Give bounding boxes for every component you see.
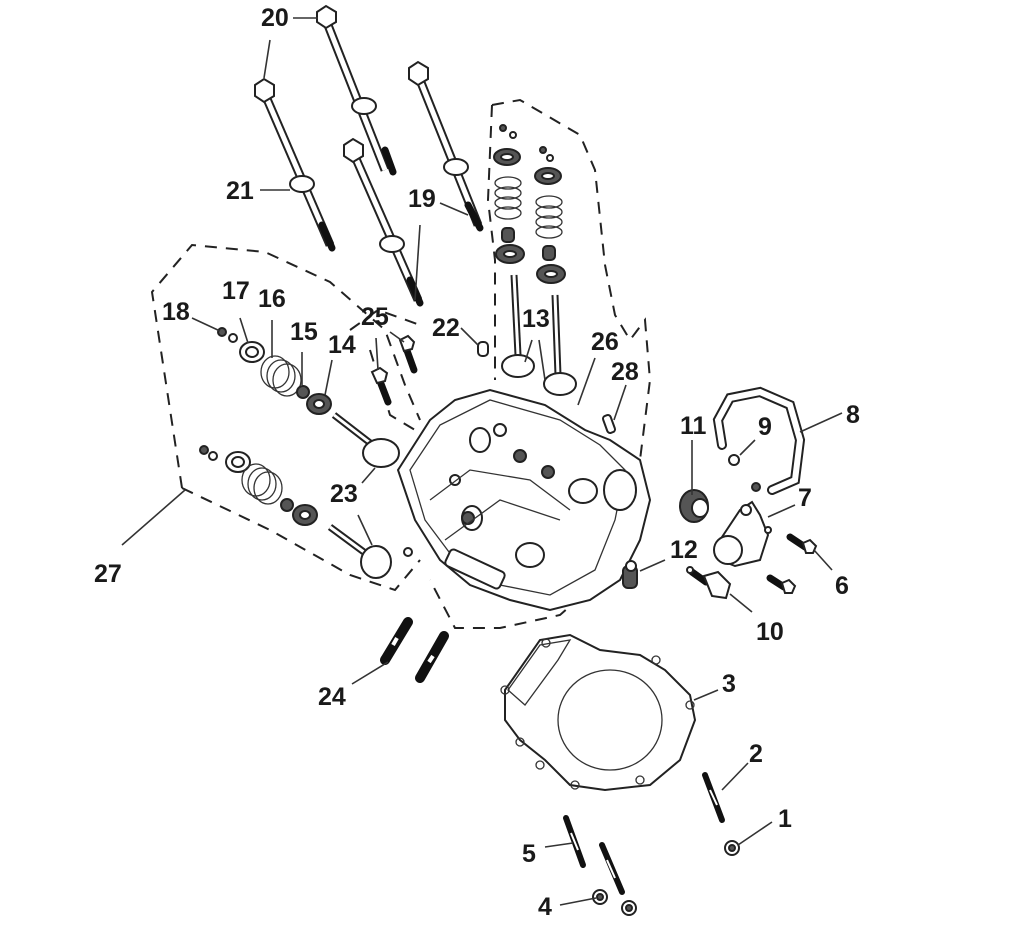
- head-bolt-19a: [408, 60, 484, 232]
- stud-24: [380, 617, 449, 683]
- callout-2: 2: [749, 740, 763, 768]
- group-outline-right-valves-left: [486, 104, 496, 380]
- thermostat-housing-7: [713, 500, 772, 568]
- valve-train-upper-left: [217, 327, 400, 468]
- callout-13: 13: [522, 305, 550, 333]
- callout-9: 9: [758, 413, 772, 441]
- callout-18: 18: [162, 298, 190, 326]
- plug-12: [622, 560, 638, 589]
- callout-26: 26: [591, 328, 619, 356]
- callout-6: 6: [835, 572, 849, 600]
- valve-train-lower-left: [199, 445, 392, 579]
- valve-train-right-b: [534, 146, 577, 396]
- stud-5: [563, 815, 625, 895]
- leader-lines: [121, 17, 843, 906]
- valve-train-right-a: [493, 124, 535, 378]
- bolt-6: [766, 533, 818, 594]
- dowel-pin-22: [477, 341, 489, 357]
- callout-8: 8: [846, 401, 860, 429]
- callout-12: 12: [670, 536, 698, 564]
- callout-20: 20: [261, 4, 289, 32]
- callout-4: 4: [538, 893, 552, 921]
- callout-5: 5: [522, 840, 536, 868]
- callout-3: 3: [722, 670, 736, 698]
- group-outline-left-valves: [150, 243, 421, 489]
- head-bolt-20b: [254, 77, 336, 252]
- callout-11: 11: [680, 412, 707, 440]
- callout-14: 14: [328, 331, 356, 359]
- group-outline-right-valves: [429, 98, 652, 629]
- callout-24: 24: [318, 683, 346, 711]
- stud-2: [702, 772, 725, 823]
- hose-8: [712, 386, 806, 495]
- group-outline-left-valves-bottom: [181, 487, 421, 592]
- callout-21: 21: [226, 177, 254, 205]
- head-bolt-20a: [316, 4, 397, 176]
- cylinder-head: [396, 388, 652, 612]
- callout-19: 19: [408, 185, 436, 213]
- callout-1: 1: [778, 805, 792, 833]
- callout-7: 7: [798, 484, 812, 512]
- callout-25: 25: [361, 303, 389, 331]
- callout-22: 22: [432, 314, 460, 342]
- callout-10: 10: [756, 618, 784, 646]
- callout-16: 16: [258, 285, 286, 313]
- temperature-sensor-10: [686, 566, 732, 600]
- cylinder-head-gasket-3: [500, 633, 697, 792]
- callout-15: 15: [290, 318, 318, 346]
- bolt-25: [370, 334, 418, 406]
- thermostat-11: [679, 489, 709, 523]
- hose-clamp-9: [728, 454, 761, 492]
- callout-27: 27: [94, 560, 122, 588]
- nut-1: [724, 840, 740, 856]
- callout-17: 17: [222, 277, 250, 305]
- callout-28: 28: [611, 358, 639, 386]
- nut-4: [592, 889, 637, 916]
- callout-23: 23: [330, 480, 358, 508]
